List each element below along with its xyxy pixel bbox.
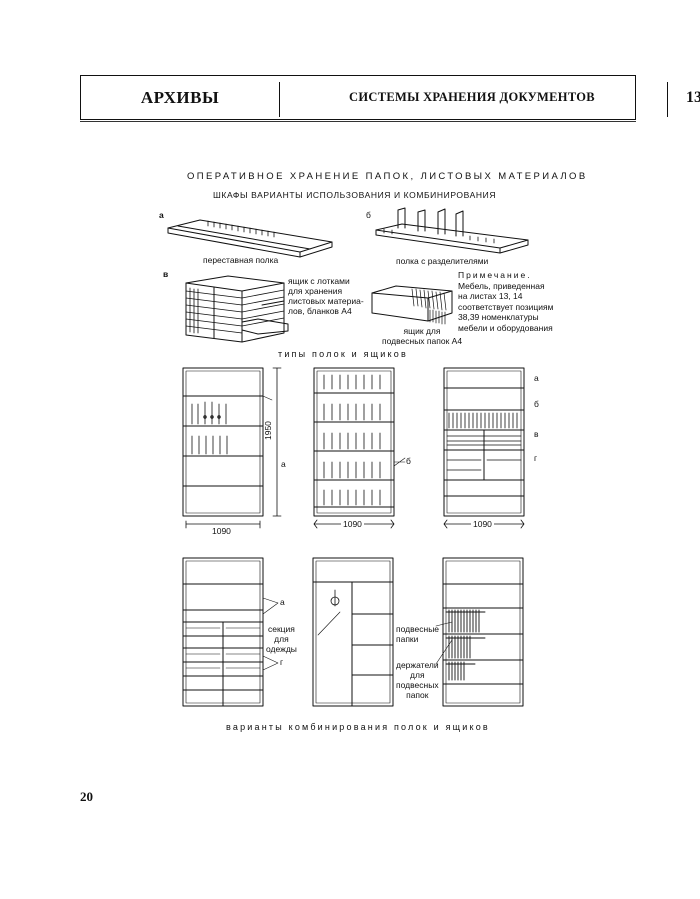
cabinet-1 [182, 367, 282, 529]
cabinet-6 [435, 557, 524, 707]
page-number: 20 [80, 789, 93, 804]
tray-drawer-sketch [185, 275, 289, 343]
cabinet-3 [443, 367, 525, 529]
label-a: а [159, 210, 164, 220]
hanging-file-drawer-sketch [371, 285, 453, 325]
label-b: б [366, 210, 371, 220]
sub-title: ШКАФЫ ВАРИАНТЫ ИСПОЛЬЗОВАНИЯ И КОМБИНИРО… [213, 190, 497, 200]
caption-movable-shelf: переставная полка [203, 255, 279, 265]
callout-cab4-g: г [280, 657, 284, 667]
header-divider [667, 82, 668, 117]
main-title: ОПЕРАТИВНОЕ ХРАНЕНИЕ ПАПОК, ЛИСТОВЫХ МАТ… [187, 171, 588, 182]
title-variants: варианты комбинирования полок и ящиков [226, 722, 490, 732]
callout-cab6-hanging: подвесные папки [396, 624, 440, 644]
dim-width-3: 1090 [471, 519, 494, 530]
callout-cab6-holders: держатели для подвесных папок [396, 660, 439, 700]
header-subject: СИСТЕМЫ ХРАНЕНИЯ ДОКУМЕНТОВ [349, 90, 595, 104]
caption-tray-drawer: ящик с лотками для хранения листовых мат… [288, 276, 364, 316]
callout-cab3-g: г [534, 453, 538, 463]
dim-width-2: 1090 [341, 519, 364, 530]
header-sheet-number: 13 [686, 88, 700, 106]
header-section: АРХИВЫ [140, 87, 220, 107]
callout-cab3-b: б [534, 399, 539, 409]
callout-cab1-a: а [281, 459, 286, 469]
cabinet-2 [313, 367, 406, 529]
caption-divider-shelf: полка с разделителями [396, 256, 489, 266]
dim-width-1: 1090 [212, 526, 231, 536]
cabinet-4 [182, 557, 279, 707]
note-heading: Примечание. [458, 270, 532, 280]
label-v: в [163, 269, 169, 279]
callout-cab4-section: секция для одежды [266, 624, 297, 654]
header-rule [80, 121, 636, 122]
callout-cab4-a: а [280, 597, 285, 607]
divider-shelf-sketch [375, 207, 529, 254]
cabinet-5 [312, 557, 394, 707]
page-header: АРХИВЫ СИСТЕМЫ ХРАНЕНИЯ ДОКУМЕНТОВ 13 [80, 75, 700, 120]
header-divider [279, 82, 280, 117]
note-block: Примечание. Мебель, приведенная на листа… [458, 270, 554, 333]
caption-hanging-drawer: ящик для подвесных папок А4 [382, 326, 463, 346]
title-types: типы полок и ящиков [278, 349, 408, 359]
dim-height: 1950 [263, 421, 273, 440]
callout-cab2-b: б [406, 456, 411, 466]
movable-shelf-sketch [167, 219, 333, 258]
callout-cab3-a: а [534, 373, 539, 383]
callout-cab3-v: в [534, 429, 539, 439]
